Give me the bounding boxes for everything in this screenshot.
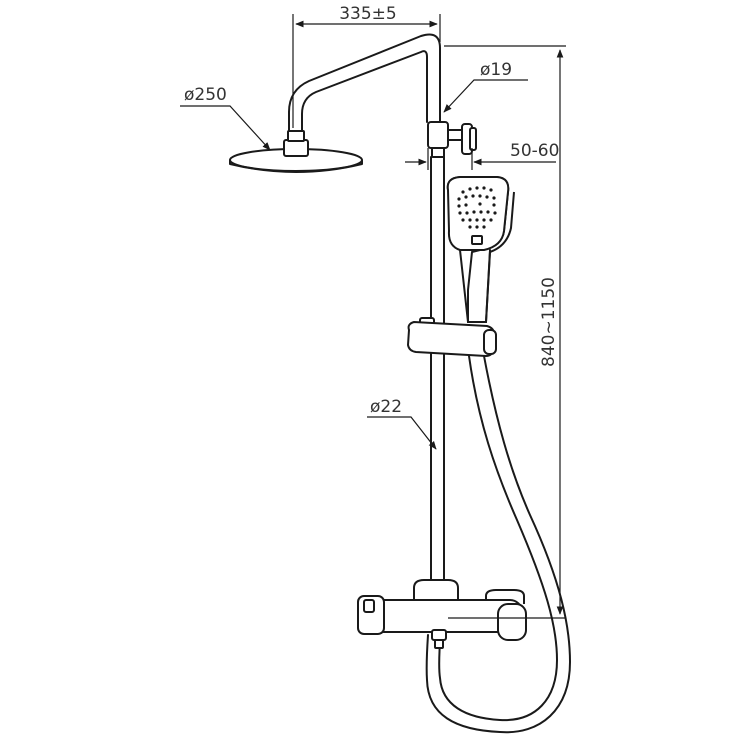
thermostatic-mixer: [357, 579, 527, 649]
wall-offset-label: 50-60: [510, 141, 559, 161]
shower-arm: [288, 33, 441, 132]
dimension-lines: [180, 14, 566, 619]
head-diameter-label: ø250: [184, 85, 227, 105]
slider-holder: [406, 317, 497, 358]
shower-hose: [425, 355, 571, 734]
hand-shower: [446, 176, 515, 323]
rail-diameter-label: ø22: [370, 397, 402, 417]
slide-rail: [430, 156, 445, 589]
arm-reach-label: 335±5: [339, 4, 397, 24]
upper-connector: [427, 121, 477, 158]
spray-nozzles: [457, 186, 497, 229]
shower-head: [229, 130, 363, 173]
height-range-label: 840~1150: [539, 277, 559, 367]
upper-pipe-diameter-label: ø19: [480, 60, 512, 80]
